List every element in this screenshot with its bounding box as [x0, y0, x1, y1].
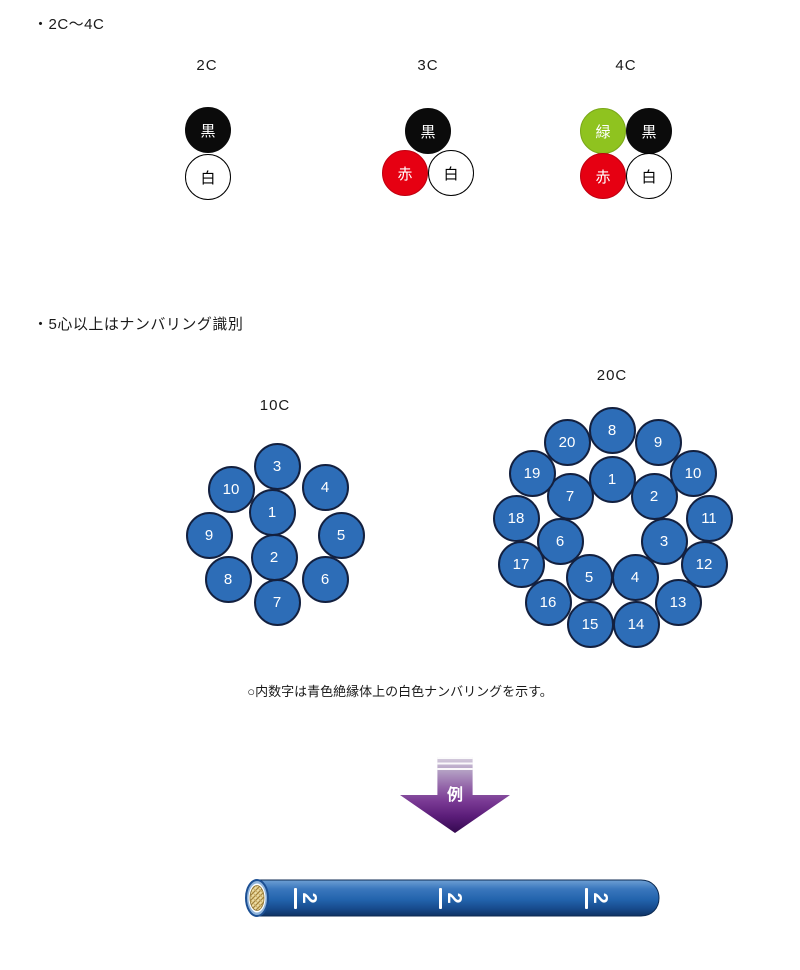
- color-circle-green: 緑: [580, 108, 626, 154]
- marking-underline-bar: [439, 887, 442, 909]
- marking-underline-bar: [585, 887, 588, 909]
- numbered-core-circle: 10: [207, 465, 255, 513]
- numbered-core-circle: 10: [669, 449, 717, 497]
- numbered-core-circle: 13: [654, 578, 702, 626]
- numbered-core-circle: 3: [253, 442, 301, 490]
- cable-illustration: 2 2 2: [243, 878, 663, 918]
- marking-underline-bar: [294, 887, 297, 909]
- cable-number-marking: 2: [585, 885, 611, 911]
- numbered-core-circle: 1: [248, 488, 296, 536]
- color-circle-white: 白: [428, 150, 474, 196]
- numbered-core-circle: 9: [185, 511, 233, 559]
- numbered-core-circle: 2: [250, 533, 298, 581]
- color-circle-red: 赤: [580, 153, 626, 199]
- numbered-core-circle: 2: [630, 472, 678, 520]
- example-arrow-label: 例: [446, 787, 463, 804]
- color-group-label: 2C: [196, 57, 218, 74]
- color-circle-white: 白: [185, 154, 231, 200]
- numbered-core-circle: 7: [253, 578, 301, 626]
- marking-digit: 2: [443, 892, 465, 904]
- marking-digit: 2: [298, 892, 320, 904]
- numbered-core-circle: 8: [204, 555, 252, 603]
- cable-conductor-hatched: [249, 885, 265, 911]
- numbered-core-circle: 16: [524, 578, 572, 626]
- numbered-core-circle: 3: [640, 517, 688, 565]
- cable-body: [256, 879, 660, 917]
- cable-number-marking: 2: [439, 885, 465, 911]
- numbered-core-circle: 11: [685, 494, 733, 542]
- cable-number-marking: 2: [294, 885, 320, 911]
- numbered-core-circle: 20: [543, 418, 591, 466]
- numbered-core-circle: 14: [612, 600, 660, 648]
- numbered-core-circle: 12: [680, 540, 728, 588]
- color-group-label: 3C: [417, 57, 439, 74]
- numbered-core-circle: 5: [317, 511, 365, 559]
- numbered-core-circle: 4: [611, 553, 659, 601]
- numbered-core-circle: 4: [301, 463, 349, 511]
- numbering-note: ○内数字は青色絶縁体上の白色ナンバリングを示す。: [247, 684, 553, 699]
- cluster-label: 10C: [259, 397, 291, 414]
- numbered-core-circle: 5: [565, 553, 613, 601]
- numbered-core-circle: 19: [508, 449, 556, 497]
- numbered-core-circle: 17: [497, 540, 545, 588]
- numbered-core-circle: 8: [588, 406, 636, 454]
- color-group-label: 4C: [615, 57, 637, 74]
- color-circle-red: 赤: [382, 150, 428, 196]
- color-circle-black: 黒: [626, 108, 672, 154]
- numbered-core-circle: 18: [492, 494, 540, 542]
- marking-digit: 2: [589, 892, 611, 904]
- color-circle-white: 白: [626, 153, 672, 199]
- color-circle-black: 黒: [405, 108, 451, 154]
- cable-graphic: [245, 879, 660, 917]
- cluster-label: 20C: [596, 367, 628, 384]
- numbered-core-circle: 6: [536, 517, 584, 565]
- numbered-core-circle: 9: [634, 418, 682, 466]
- numbered-core-circle: 1: [588, 455, 636, 503]
- numbered-core-circle: 6: [301, 555, 349, 603]
- section-title-2c-4c: ・2C〜4C: [33, 16, 105, 33]
- section-title-numbering: ・5心以上はナンバリング識別: [33, 316, 244, 333]
- color-circle-black: 黒: [185, 107, 231, 153]
- example-arrow: 例: [400, 757, 510, 833]
- numbered-core-circle: 15: [566, 600, 614, 648]
